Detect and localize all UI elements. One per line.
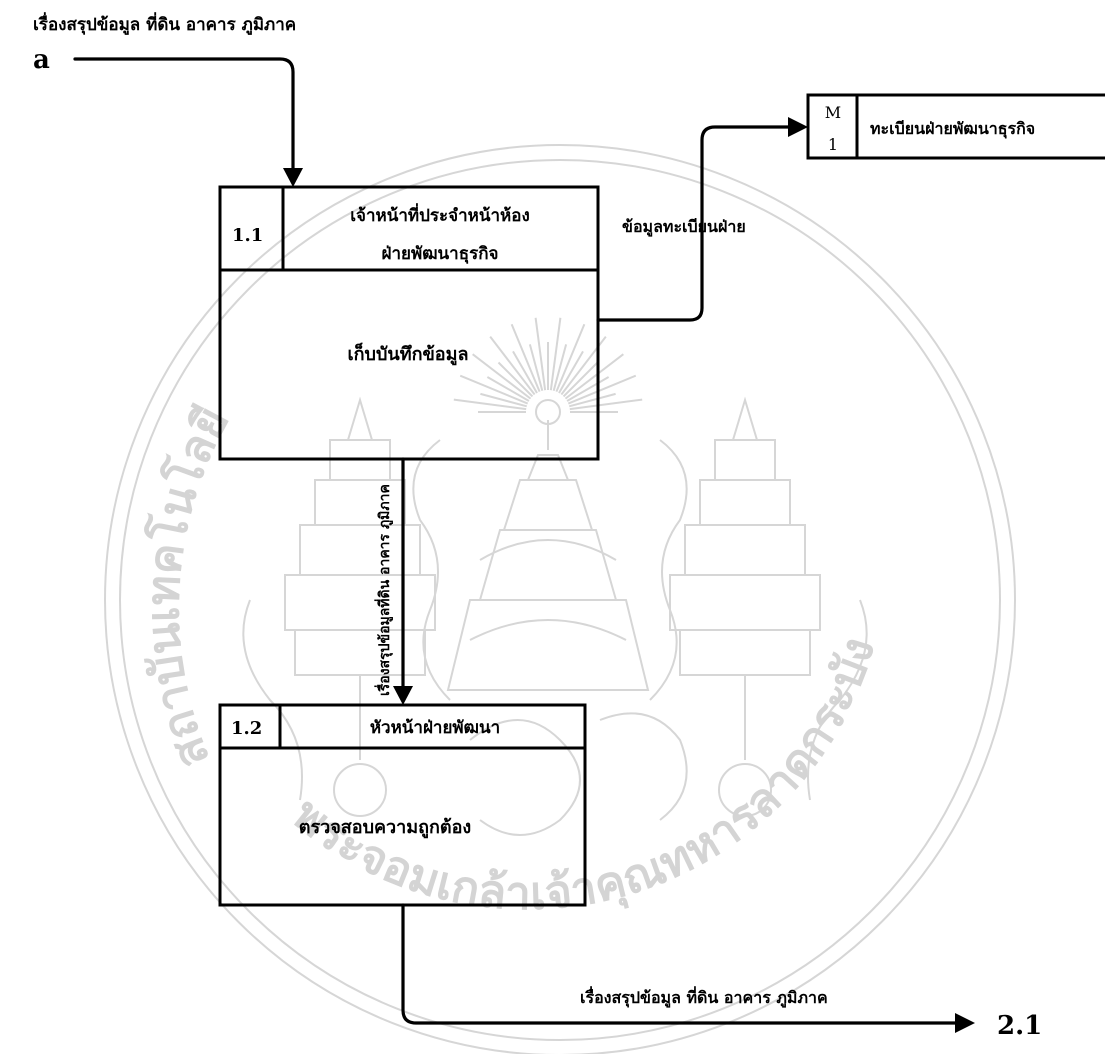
process-1-1-owner-line2: ฝ่ายพัฒนาธุรกิจ xyxy=(382,244,499,264)
flow-out-label: เรื่องสรุปข้อมูล ที่ดิน อาคาร ภูมิภาค xyxy=(580,986,828,1009)
process-1-1[interactable]: 1.1 เจ้าหน้าที่ประจำหน้าห้อง ฝ่ายพัฒนาธุ… xyxy=(220,187,598,459)
flow-in-label: เรื่องสรุปข้อมูล ที่ดิน อาคาร ภูมิภาค xyxy=(33,12,296,36)
arrow-into-2-1 xyxy=(955,1013,975,1033)
data-store-prefix: M xyxy=(825,103,841,122)
arrow-into-process-1-2 xyxy=(393,686,413,705)
institution-seal-watermark: สถาบันเทคโนโลยี พระจอมเกล้าเจ้าคุณทหารลา… xyxy=(105,145,1015,1054)
data-store-m1[interactable]: M 1 ทะเบียนฝ่ายพัฒนาธุรกิจ xyxy=(808,95,1105,158)
flow-out-target[interactable]: 2.1 xyxy=(997,1011,1042,1041)
process-1-2-number: 1.2 xyxy=(231,718,262,739)
process-1-1-number: 1.1 xyxy=(232,225,263,246)
flow-a-to-process-1-1[interactable] xyxy=(75,59,293,170)
process-1-2-owner: หัวหน้าฝ่ายพัฒนา xyxy=(370,718,500,738)
process-1-2-description: ตรวจสอบความถูกต้อง xyxy=(299,817,471,839)
arrow-into-store-m1 xyxy=(788,117,808,137)
data-store-name: ทะเบียนฝ่ายพัฒนาธุรกิจ xyxy=(870,119,1035,139)
seal-arc-text-left: สถาบันเทคโนโลยี xyxy=(135,398,239,776)
sun-rays-icon xyxy=(454,318,642,424)
external-entity-a[interactable]: a xyxy=(33,45,50,75)
left-umbrella-icon xyxy=(285,400,435,816)
process-1-1-description: เก็บบันทึกข้อมูล xyxy=(348,342,469,366)
flow-1-1-to-1-2-label: เรื่องสรุปข้อมูลที่ดิน อาคาร ภูมิภาค xyxy=(374,484,393,696)
arrow-into-process-1-1 xyxy=(283,168,303,187)
data-store-number: 1 xyxy=(828,135,838,154)
process-1-1-owner-line1: เจ้าหน้าที่ประจำหน้าห้อง xyxy=(350,203,530,226)
flow-to-store-label: ข้อมูลทะเบียนฝ่าย xyxy=(622,217,746,238)
